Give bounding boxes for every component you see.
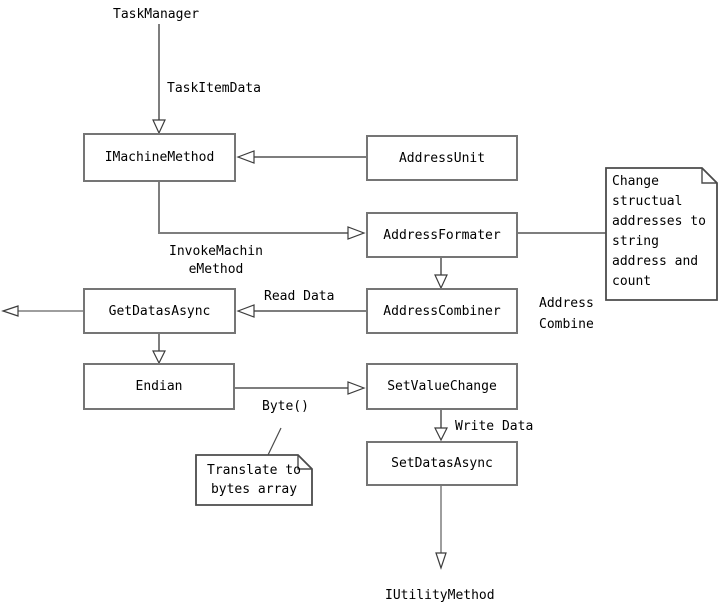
node-endian: Endian	[83, 363, 235, 410]
open-arrowhead-icon	[434, 274, 448, 290]
edge-setvaluechange-to-setdatasasync	[434, 410, 448, 442]
open-arrowhead-icon	[1, 305, 19, 317]
node-imachine-method: IMachineMethod	[83, 133, 236, 182]
edge-label-byte: Byte()	[262, 399, 309, 414]
node-address-combiner: AddressCombiner	[366, 288, 518, 334]
note-connector-line	[267, 427, 282, 456]
open-arrowhead-icon	[347, 381, 366, 395]
open-arrowhead-icon	[434, 427, 448, 442]
node-get-datas-async: GetDatasAsync	[83, 288, 236, 334]
open-arrowhead-icon	[435, 552, 447, 570]
node-address-formater: AddressFormater	[366, 212, 518, 258]
edge-label-task-item-data: TaskItemData	[167, 81, 261, 96]
edge-setdatasasync-to-iutilitymethod	[435, 486, 447, 570]
open-arrowhead-icon	[152, 350, 166, 365]
edge-addresscombiner-to-getdatasasync	[236, 304, 366, 318]
open-arrowhead-icon	[236, 304, 255, 318]
open-arrowhead-icon	[236, 150, 255, 164]
edge-endian-to-setvaluechange	[235, 381, 366, 395]
note-change-structural-text: Change structual addresses to string add…	[612, 174, 706, 289]
edge-addressunit-to-imachinemethod	[236, 150, 366, 164]
edge-addressformater-to-addresscombiner	[434, 257, 448, 290]
note-translate-bytes-text: Translate to bytes array	[207, 463, 301, 497]
endpoint-task-manager: TaskManager	[113, 7, 200, 22]
edge-label-invoke-machine-method: InvokeMachineMethod	[169, 244, 263, 277]
note-translate-bytes-shape	[195, 427, 313, 506]
node-address-unit: AddressUnit	[366, 135, 518, 181]
note-fold-icon	[701, 168, 717, 184]
edge-getdatasasync-out-left	[1, 305, 83, 317]
node-set-datas-async: SetDatasAsync	[366, 441, 518, 486]
note-fold-icon	[297, 455, 312, 470]
endpoint-iutility-method: IUtilityMethod	[385, 588, 495, 603]
open-arrowhead-icon	[347, 226, 366, 240]
open-arrowhead-icon	[152, 119, 166, 135]
edge-label-read-data: Read Data	[264, 289, 335, 304]
edge-taskmanager-to-imachinemethod	[152, 24, 166, 135]
edge-label-address-combine: Address Combine	[539, 296, 594, 332]
note-change-structural-shape	[605, 167, 718, 301]
edge-label-write-data: Write Data	[455, 419, 534, 434]
node-set-value-change: SetValueChange	[366, 363, 518, 410]
edge-getdatasasync-to-endian	[152, 334, 166, 365]
edge-imachinemethod-to-addressformater	[158, 182, 366, 240]
